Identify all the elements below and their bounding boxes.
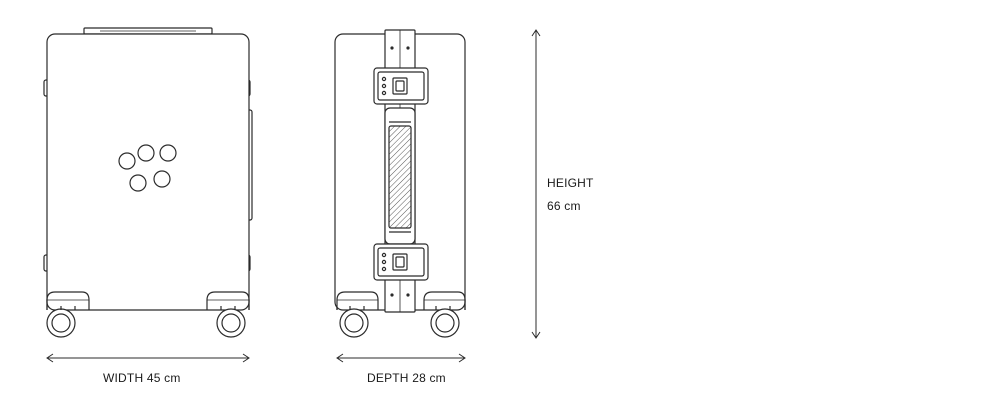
- side-latch-top: [373, 67, 429, 105]
- front-shell: [46, 33, 250, 311]
- front-wheel-left: [46, 306, 76, 338]
- side-view-suitcase: [334, 29, 466, 338]
- front-wheel-right: [216, 306, 246, 338]
- height-arrow: [531, 29, 541, 339]
- side-latch-bottom: [373, 243, 429, 281]
- side-wheel-right: [430, 306, 460, 338]
- height-value: 66 cm: [547, 199, 581, 213]
- width-label: WIDTH 45 cm: [103, 371, 181, 385]
- front-view-suitcase: [43, 27, 253, 338]
- side-carry-handle: [384, 107, 416, 245]
- depth-label: DEPTH 28 cm: [367, 371, 446, 385]
- depth-arrow: [336, 353, 466, 363]
- width-arrow: [46, 353, 250, 363]
- brand-logo-circles: [118, 144, 177, 192]
- side-wheel-left: [339, 306, 369, 338]
- height-label: HEIGHT: [547, 176, 594, 190]
